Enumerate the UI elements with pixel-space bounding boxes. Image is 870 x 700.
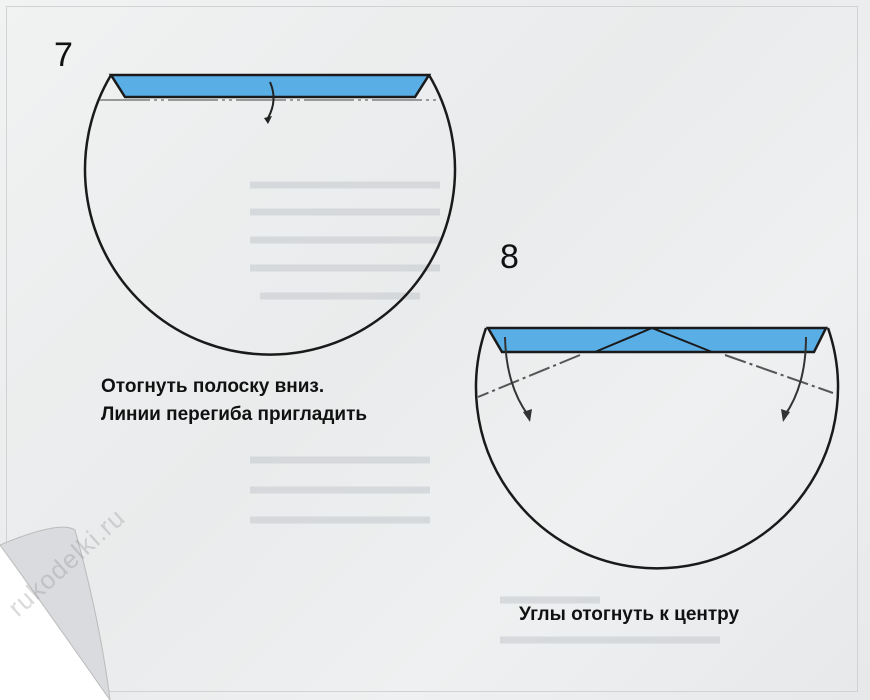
step-7-caption: Отогнуть полоску вниз. Линии перегиба пр… <box>101 373 367 429</box>
step-7-caption-line-2: Линии перегиба пригладить <box>101 404 368 425</box>
step-8-arrow-left-icon <box>504 336 529 416</box>
step-7-number: 7 <box>54 36 73 74</box>
faded-background-text <box>250 181 720 644</box>
step-8-blue-strip <box>485 326 829 354</box>
step-7-circle-outline <box>83 74 457 356</box>
step-8-figure <box>474 326 840 570</box>
step-8-arrow-right-icon <box>784 336 807 416</box>
step-8-fold-line-left <box>477 354 581 398</box>
step-7-caption-line-1: Отогнуть полоску вниз. <box>101 376 325 397</box>
page-frame <box>6 6 858 692</box>
step-7-figure <box>83 73 457 356</box>
step-8-fold-line-right <box>724 354 834 394</box>
step-8-circle-outline <box>474 327 840 570</box>
step-8-number: 8 <box>500 238 519 276</box>
page-curl <box>0 526 111 700</box>
step-8-caption: Углы отогнуть к центру <box>519 604 740 625</box>
step-7-blue-strip <box>108 73 432 99</box>
step-7-arrow-icon <box>267 81 275 119</box>
